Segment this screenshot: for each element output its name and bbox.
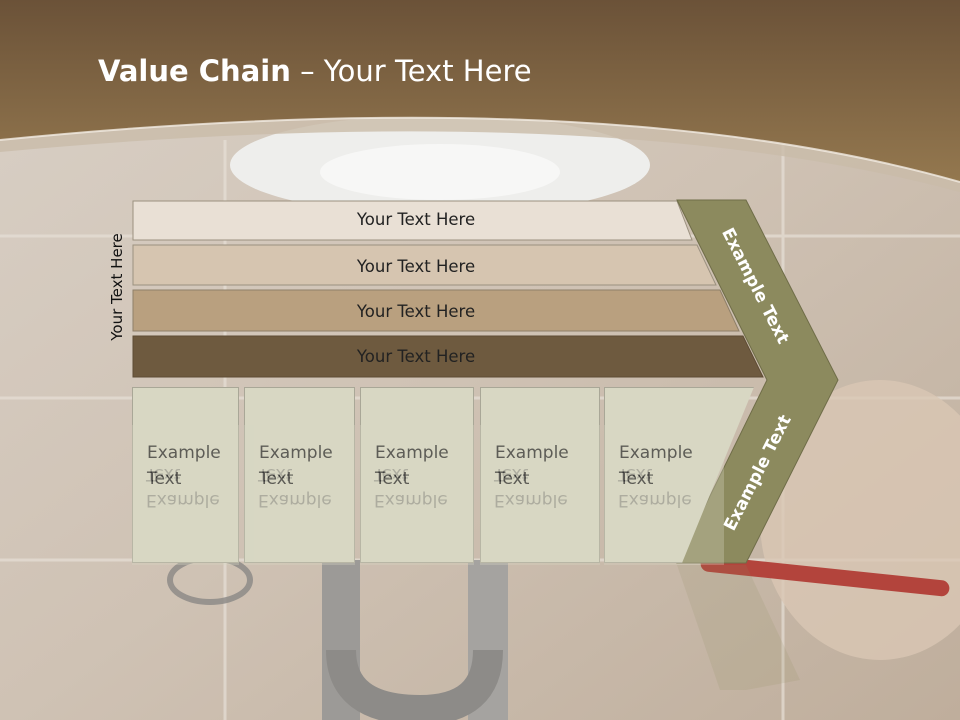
activity-cell-5-label: Example Text xyxy=(619,443,693,489)
activity-cell-3: Example Text xyxy=(360,387,474,563)
activity-cell-1-reflection: Example Text xyxy=(132,425,239,565)
activity-cell-2: Example Text xyxy=(244,387,355,563)
activity-cell-5-reflection: Example Text xyxy=(604,425,724,565)
reflection-3-label: Example Text xyxy=(374,464,448,510)
activity-cell-3-reflection: Example Text xyxy=(360,425,474,565)
activity-cell-3-label: Example Text xyxy=(375,443,449,489)
band-4 xyxy=(132,335,764,378)
reflection-1-label: Example Text xyxy=(146,464,220,510)
band-4-label: Your Text Here xyxy=(356,347,475,366)
title-bold: Value Chain xyxy=(98,54,291,88)
title-rest: – Your Text Here xyxy=(290,54,532,88)
activity-cell-1: Example Text xyxy=(132,387,239,563)
slide-title: Value Chain – Your Text Here xyxy=(98,54,532,88)
reflection-4-label: Example Text xyxy=(494,464,568,510)
activity-cell-1-label: Example Text xyxy=(147,443,221,489)
activity-cell-4: Example Text xyxy=(480,387,600,563)
activity-cell-2-label: Example Text xyxy=(259,443,333,489)
chevron-arrow xyxy=(676,199,839,564)
band-1 xyxy=(132,200,693,241)
reflection-2-label: Example Text xyxy=(258,464,332,510)
band-2-label: Your Text Here xyxy=(356,257,475,276)
activity-cell-4-label: Example Text xyxy=(495,443,569,489)
band-3 xyxy=(132,289,740,332)
chevron-reflection xyxy=(677,565,800,690)
band-2 xyxy=(132,244,717,286)
reflection-5-label: Example Text xyxy=(618,464,692,510)
band-1-label: Your Text Here xyxy=(356,210,475,229)
activity-cell-2-reflection: Example Text xyxy=(244,425,355,565)
band-3-label: Your Text Here xyxy=(356,302,475,321)
activity-cell-4-reflection: Example Text xyxy=(480,425,600,565)
